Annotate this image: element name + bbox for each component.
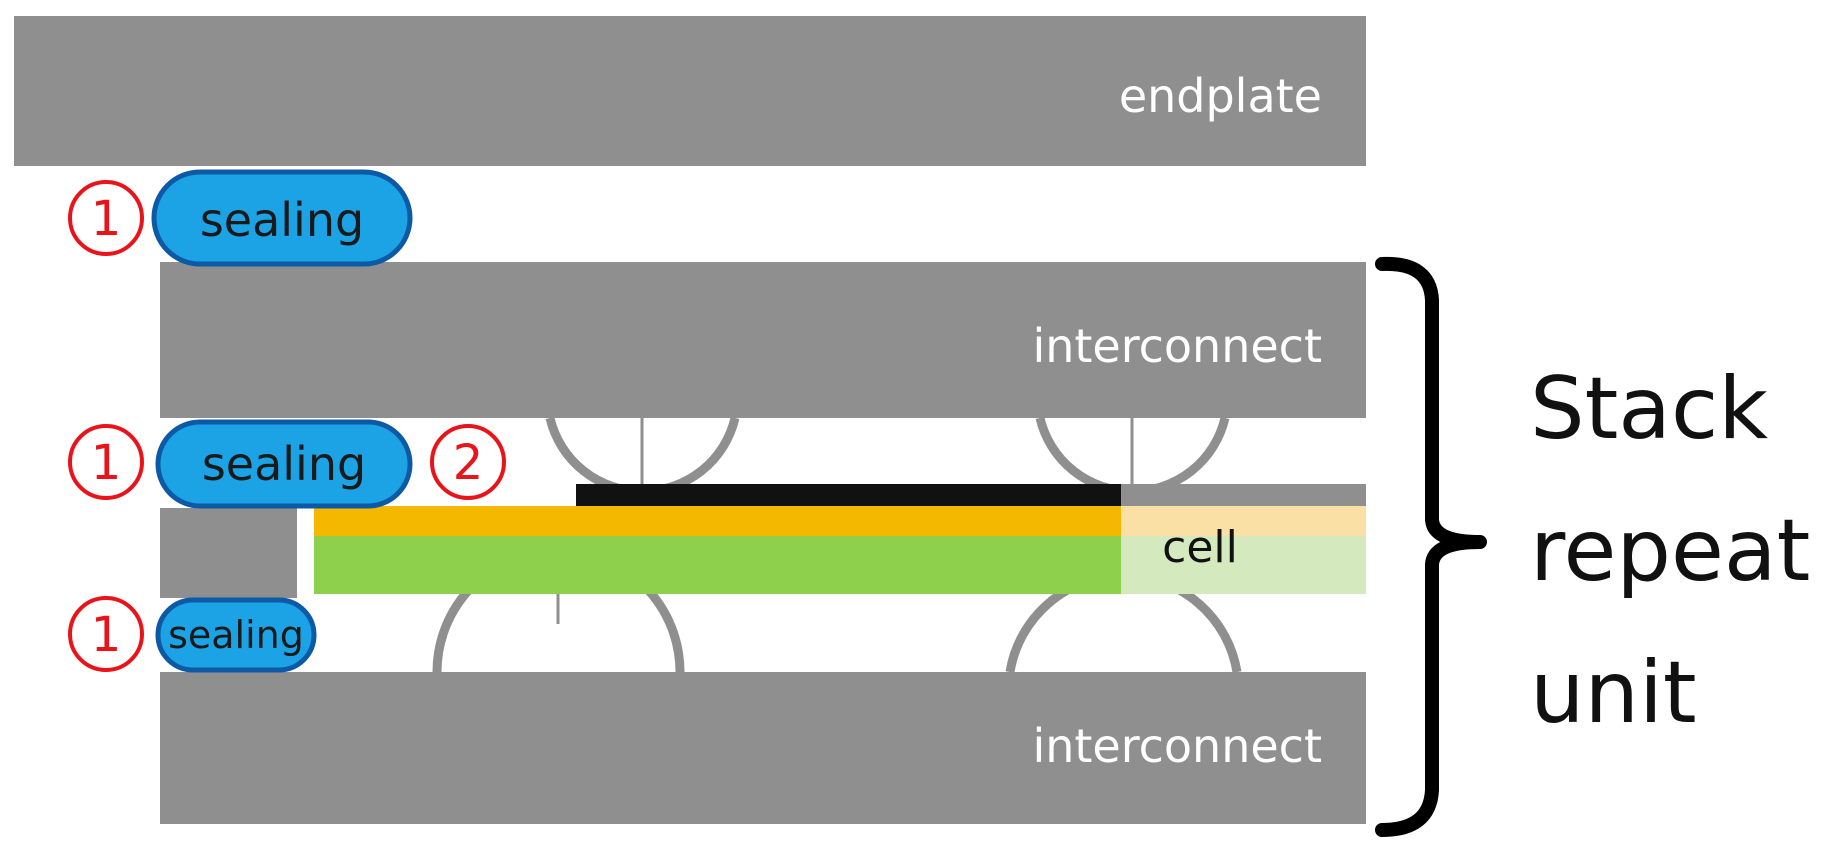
marker-circle (68, 424, 144, 500)
marker-circle (68, 596, 144, 672)
stack-repeat-unit-line-2: repeat (1530, 501, 1810, 601)
marker-number: 1 (91, 607, 122, 663)
sealing-middle-label: sealing (202, 437, 366, 491)
sealing-bottom-label: sealing (168, 613, 304, 657)
interconnect-bottom (160, 672, 1366, 824)
marker-2: 2 (430, 424, 506, 500)
marker-1-bottom: 1 (68, 596, 144, 672)
sealing-middle (155, 419, 413, 509)
marker-circle (430, 424, 506, 500)
endplate-label: endplate (1119, 69, 1322, 123)
marker-number: 2 (453, 435, 484, 491)
electrolyte-layer-light (1121, 506, 1366, 536)
marker-number: 1 (91, 191, 122, 247)
cell-label: cell (1162, 522, 1238, 573)
marker-1-middle: 1 (68, 424, 144, 500)
sealing-top (151, 169, 413, 267)
marker-1-top: 1 (68, 180, 144, 256)
interconnect-top (160, 262, 1366, 418)
cathode-contact-layer (576, 484, 1121, 508)
marker-circle (68, 180, 144, 256)
sealing-bottom (155, 597, 317, 673)
endplate (14, 16, 1366, 166)
electrolyte-layer (314, 506, 1121, 536)
anode-layer (314, 536, 1121, 594)
cell-frame-block (160, 508, 297, 598)
stack-repeat-brace (1375, 256, 1487, 837)
interconnect-bottom-label: interconnect (1032, 719, 1322, 773)
stack-repeat-unit-line-1: Stack (1530, 359, 1768, 459)
anode-layer-light (1121, 536, 1366, 594)
interconnect-top-label: interconnect (1032, 319, 1322, 373)
marker-number: 1 (91, 435, 122, 491)
interconnect-contact-strip (1121, 484, 1366, 506)
stack-repeat-unit-line-3: unit (1530, 643, 1697, 743)
sealing-top-label: sealing (200, 193, 364, 247)
